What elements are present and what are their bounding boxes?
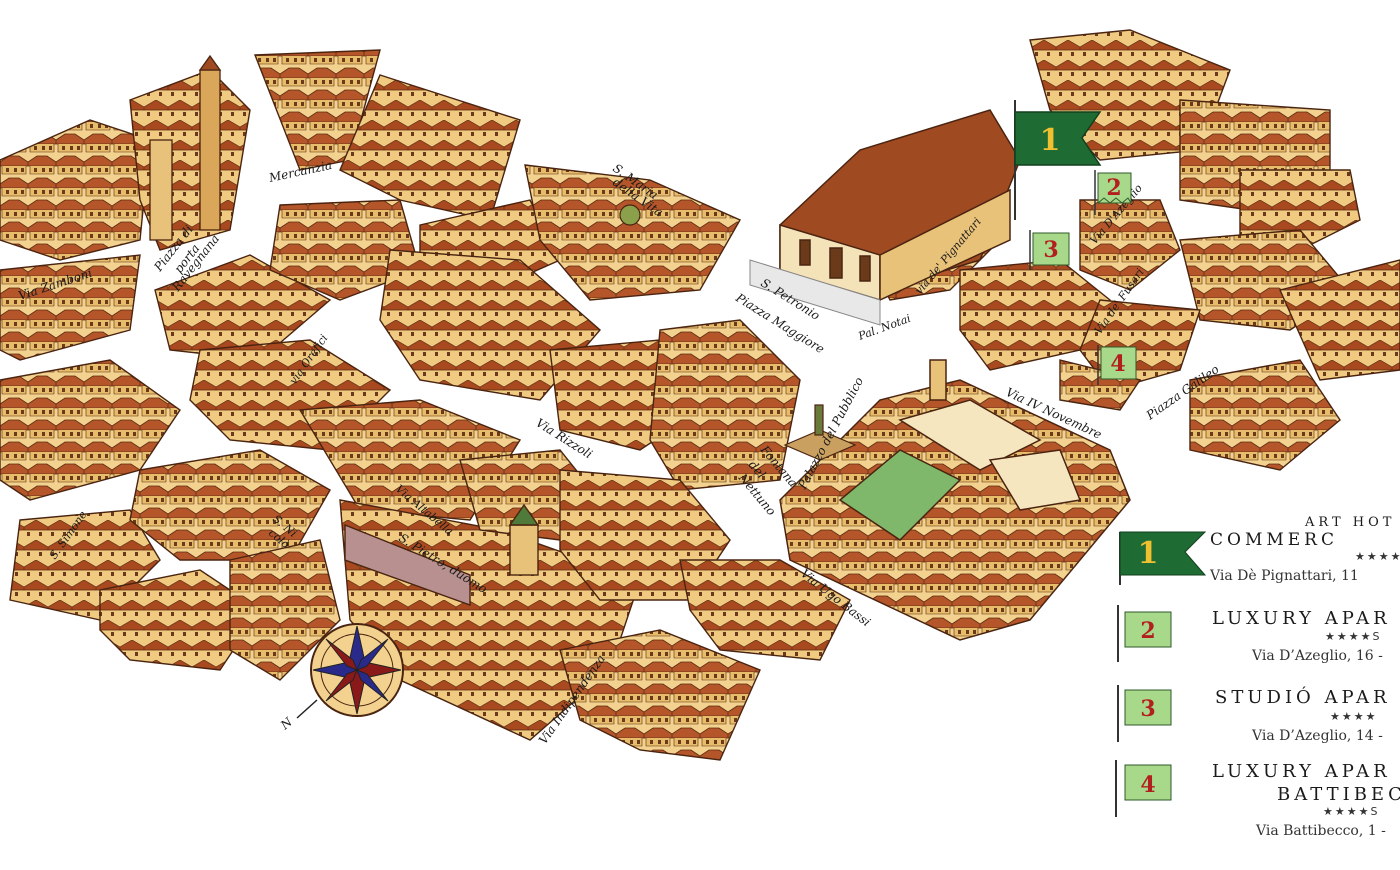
legend-2-address: Via D’Azeglio, 16 - [1251,648,1383,664]
marker-4-number: 4 [1110,351,1125,377]
legend-1-stars: ★★★★ [1355,550,1400,563]
piazza-maggiore-steps [749,259,881,326]
block [154,254,332,361]
block [1279,259,1400,381]
marker-2-pin[interactable]: 2 [1094,170,1132,215]
marker-3-pin[interactable]: 3 [1029,230,1070,270]
legend-4-stars: ★★★★S [1323,805,1379,818]
legend-4-title-line1: LUXURY APAR [1212,761,1391,782]
legend-2-title: LUXURY APAR [1212,608,1391,629]
block [129,69,251,251]
marker-4-pin[interactable]: 4 [1097,345,1137,385]
legend-entry-4[interactable]: 4 LUXURY APAR BATTIBEC ★★★★S Via Battibe… [1115,760,1400,839]
legend-3-number: 3 [1140,696,1155,722]
marker-2-number: 2 [1106,175,1121,201]
san-petronio-basilica [779,109,1021,302]
block [0,119,151,261]
block [1079,199,1181,291]
legend: 1 ART HOT COMMERC ★★★★ Via Dè Pignattari… [1115,515,1400,839]
legend-1-title-line1: ART HOT [1304,515,1395,530]
block [339,74,521,221]
block [524,164,741,301]
san-pietro-duomo [344,503,540,606]
block [559,629,761,761]
city-blocks [0,29,1400,761]
compass-rose [296,623,404,719]
two-towers [149,54,222,241]
block [679,559,851,661]
compass-north-label: N [277,715,295,733]
legend-entry-1[interactable]: 1 ART HOT COMMERC ★★★★ Via Dè Pignattari… [1119,515,1400,585]
marker-1-flag[interactable]: 1 [1014,100,1102,220]
block [99,569,261,671]
marker-1-number: 1 [1040,123,1061,158]
legend-2-stars: ★★★★S [1325,630,1381,643]
block [1189,359,1341,471]
legend-1-title-line2: COMMERC [1210,530,1338,550]
legend-1-address: Via Dè Pignattari, 11 [1209,568,1359,584]
legend-entry-3[interactable]: 3 STUDIÓ APAR ★★★★ Via D’Azeglio, 14 - [1117,685,1391,744]
legend-entry-2[interactable]: 2 LUXURY APAR ★★★★S Via D’Azeglio, 16 - [1117,605,1391,664]
block [269,199,421,301]
block [129,449,331,561]
block [649,319,801,491]
legend-3-title: STUDIÓ APAR [1215,685,1391,708]
neptune-fountain [783,404,857,461]
legend-3-stars: ★★★★ [1330,710,1377,723]
legend-4-address: Via Battibecco, 1 - [1255,823,1386,839]
block [229,539,341,681]
marker-3-number: 3 [1043,237,1058,263]
palazzo-pubblico [779,359,1131,641]
legend-4-title-line2: BATTIBEC [1277,784,1400,805]
legend-2-number: 2 [1140,618,1155,644]
legend-1-number: 1 [1138,536,1159,571]
legend-3-address: Via D’Azeglio, 14 - [1251,728,1383,744]
santa-maria-vita-dome [619,204,641,226]
block [379,249,601,401]
legend-4-number: 4 [1140,772,1155,798]
block [0,254,141,361]
